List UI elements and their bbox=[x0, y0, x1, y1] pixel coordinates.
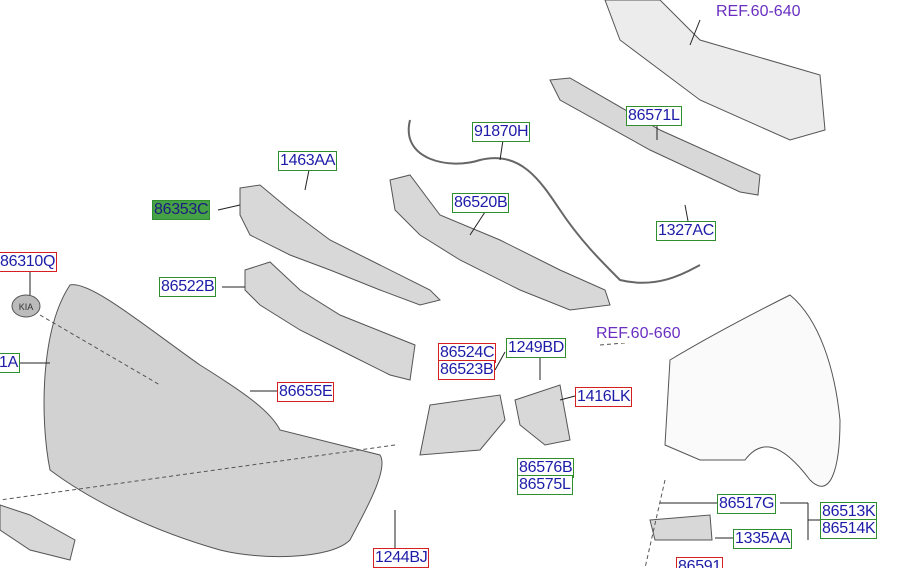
part-86576B[interactable]: 86576B bbox=[517, 458, 575, 478]
lower-bracket bbox=[244, 261, 416, 381]
bumper-cover bbox=[43, 284, 383, 558]
part-1335AA[interactable]: 1335AA bbox=[733, 529, 793, 549]
part-86571L[interactable]: 86571L bbox=[626, 106, 682, 126]
bumper-beam bbox=[549, 77, 761, 196]
part-86517G[interactable]: 86517G bbox=[717, 494, 777, 514]
bracket-86576B bbox=[514, 384, 571, 446]
part-86520B[interactable]: 86520B bbox=[452, 193, 510, 213]
part-86523B[interactable]: 86523B bbox=[438, 360, 496, 380]
part-91870H[interactable]: 91870H bbox=[472, 122, 531, 142]
part-1249BD[interactable]: 1249BD bbox=[506, 338, 567, 358]
part-1416LK[interactable]: 1416LK bbox=[575, 387, 633, 407]
energy-absorber bbox=[389, 174, 611, 311]
grille-bracket bbox=[239, 184, 441, 306]
lower-strip bbox=[0, 504, 76, 561]
ref-60-660-link[interactable]: REF.60-660 bbox=[596, 325, 681, 343]
part-86522B[interactable]: 86522B bbox=[159, 277, 217, 297]
part-86524C[interactable]: 86524C bbox=[438, 343, 497, 363]
part-86513K[interactable]: 86513K bbox=[820, 502, 878, 522]
part-bumper-cover[interactable]: 1A bbox=[0, 353, 20, 373]
side-bracket bbox=[649, 514, 713, 541]
part-86591[interactable]: 86591 bbox=[676, 557, 723, 568]
upper-crossmember bbox=[604, 0, 826, 141]
emblem-logo: KIA bbox=[19, 302, 34, 312]
ref-60-640-link[interactable]: REF.60-640 bbox=[716, 3, 801, 21]
fender bbox=[664, 294, 841, 487]
part-86353C[interactable]: 86353C bbox=[152, 200, 211, 220]
part-1327AC[interactable]: 1327AC bbox=[656, 221, 717, 241]
part-86514K[interactable]: 86514K bbox=[820, 519, 878, 539]
part-1244BJ[interactable]: 1244BJ bbox=[373, 548, 430, 568]
part-86575L[interactable]: 86575L bbox=[517, 475, 573, 495]
fog-lamp-cover bbox=[419, 394, 506, 456]
part-86655E[interactable]: 86655E bbox=[277, 382, 335, 402]
emblem bbox=[11, 294, 41, 318]
part-86310Q[interactable]: 86310Q bbox=[0, 252, 58, 272]
part-1463AA[interactable]: 1463AA bbox=[278, 151, 338, 171]
wiring-harness bbox=[407, 119, 701, 284]
